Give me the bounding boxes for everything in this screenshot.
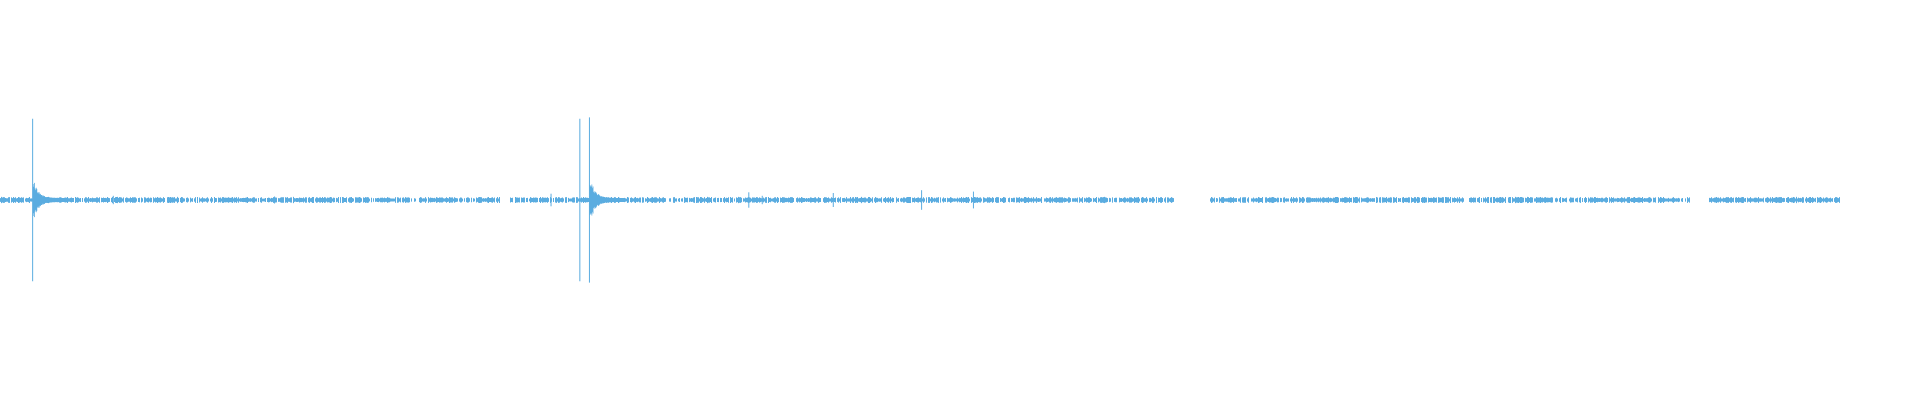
- waveform-transient: [32, 118, 69, 282]
- waveform-transient: [588, 117, 626, 283]
- transient-tail: [32, 182, 69, 218]
- transient-tail: [589, 184, 626, 216]
- waveform-noise-floor: [0, 196, 1840, 204]
